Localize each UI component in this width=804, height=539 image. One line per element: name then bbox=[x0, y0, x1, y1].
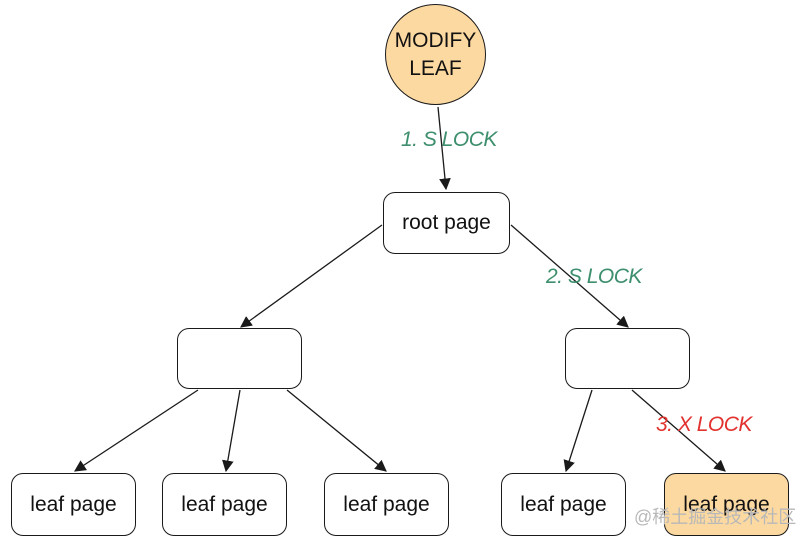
leaf-page-node-1: leaf page bbox=[11, 473, 136, 536]
edge-modify-to-root bbox=[437, 106, 451, 191]
edge-internal-right-to-leaf-5 bbox=[631, 389, 726, 472]
edge-root-to-internal-left bbox=[240, 224, 383, 328]
modify-leaf-line2: LEAF bbox=[409, 56, 462, 80]
edge-internal-left-to-leaf-3 bbox=[286, 389, 387, 472]
modify-leaf-node: MODIFY LEAF bbox=[385, 4, 486, 105]
edge-internal-right-to-leaf-4 bbox=[563, 389, 593, 473]
edge-root-to-internal-right bbox=[510, 224, 629, 328]
leaf-page-node-2: leaf page bbox=[162, 473, 287, 536]
leaf-page-node-4: leaf page bbox=[501, 473, 626, 536]
watermark-text: @稀土掘金技术社区 bbox=[634, 507, 797, 527]
internal-node-left bbox=[177, 328, 302, 389]
modify-leaf-line1: MODIFY bbox=[394, 28, 477, 52]
step1-s-lock-label: 1. S LOCK bbox=[401, 128, 497, 151]
step2-s-lock-label: 2. S LOCK bbox=[546, 265, 642, 288]
edge-internal-left-to-leaf-1 bbox=[74, 389, 199, 472]
edge-internal-left-to-leaf-2 bbox=[222, 389, 241, 473]
step3-x-lock-label: 3. X LOCK bbox=[656, 413, 752, 436]
root-page-node: root page bbox=[383, 192, 510, 254]
leaf-page-node-5-target: leaf page bbox=[664, 473, 789, 536]
leaf-page-node-3: leaf page bbox=[324, 473, 449, 536]
internal-node-right bbox=[565, 328, 690, 389]
